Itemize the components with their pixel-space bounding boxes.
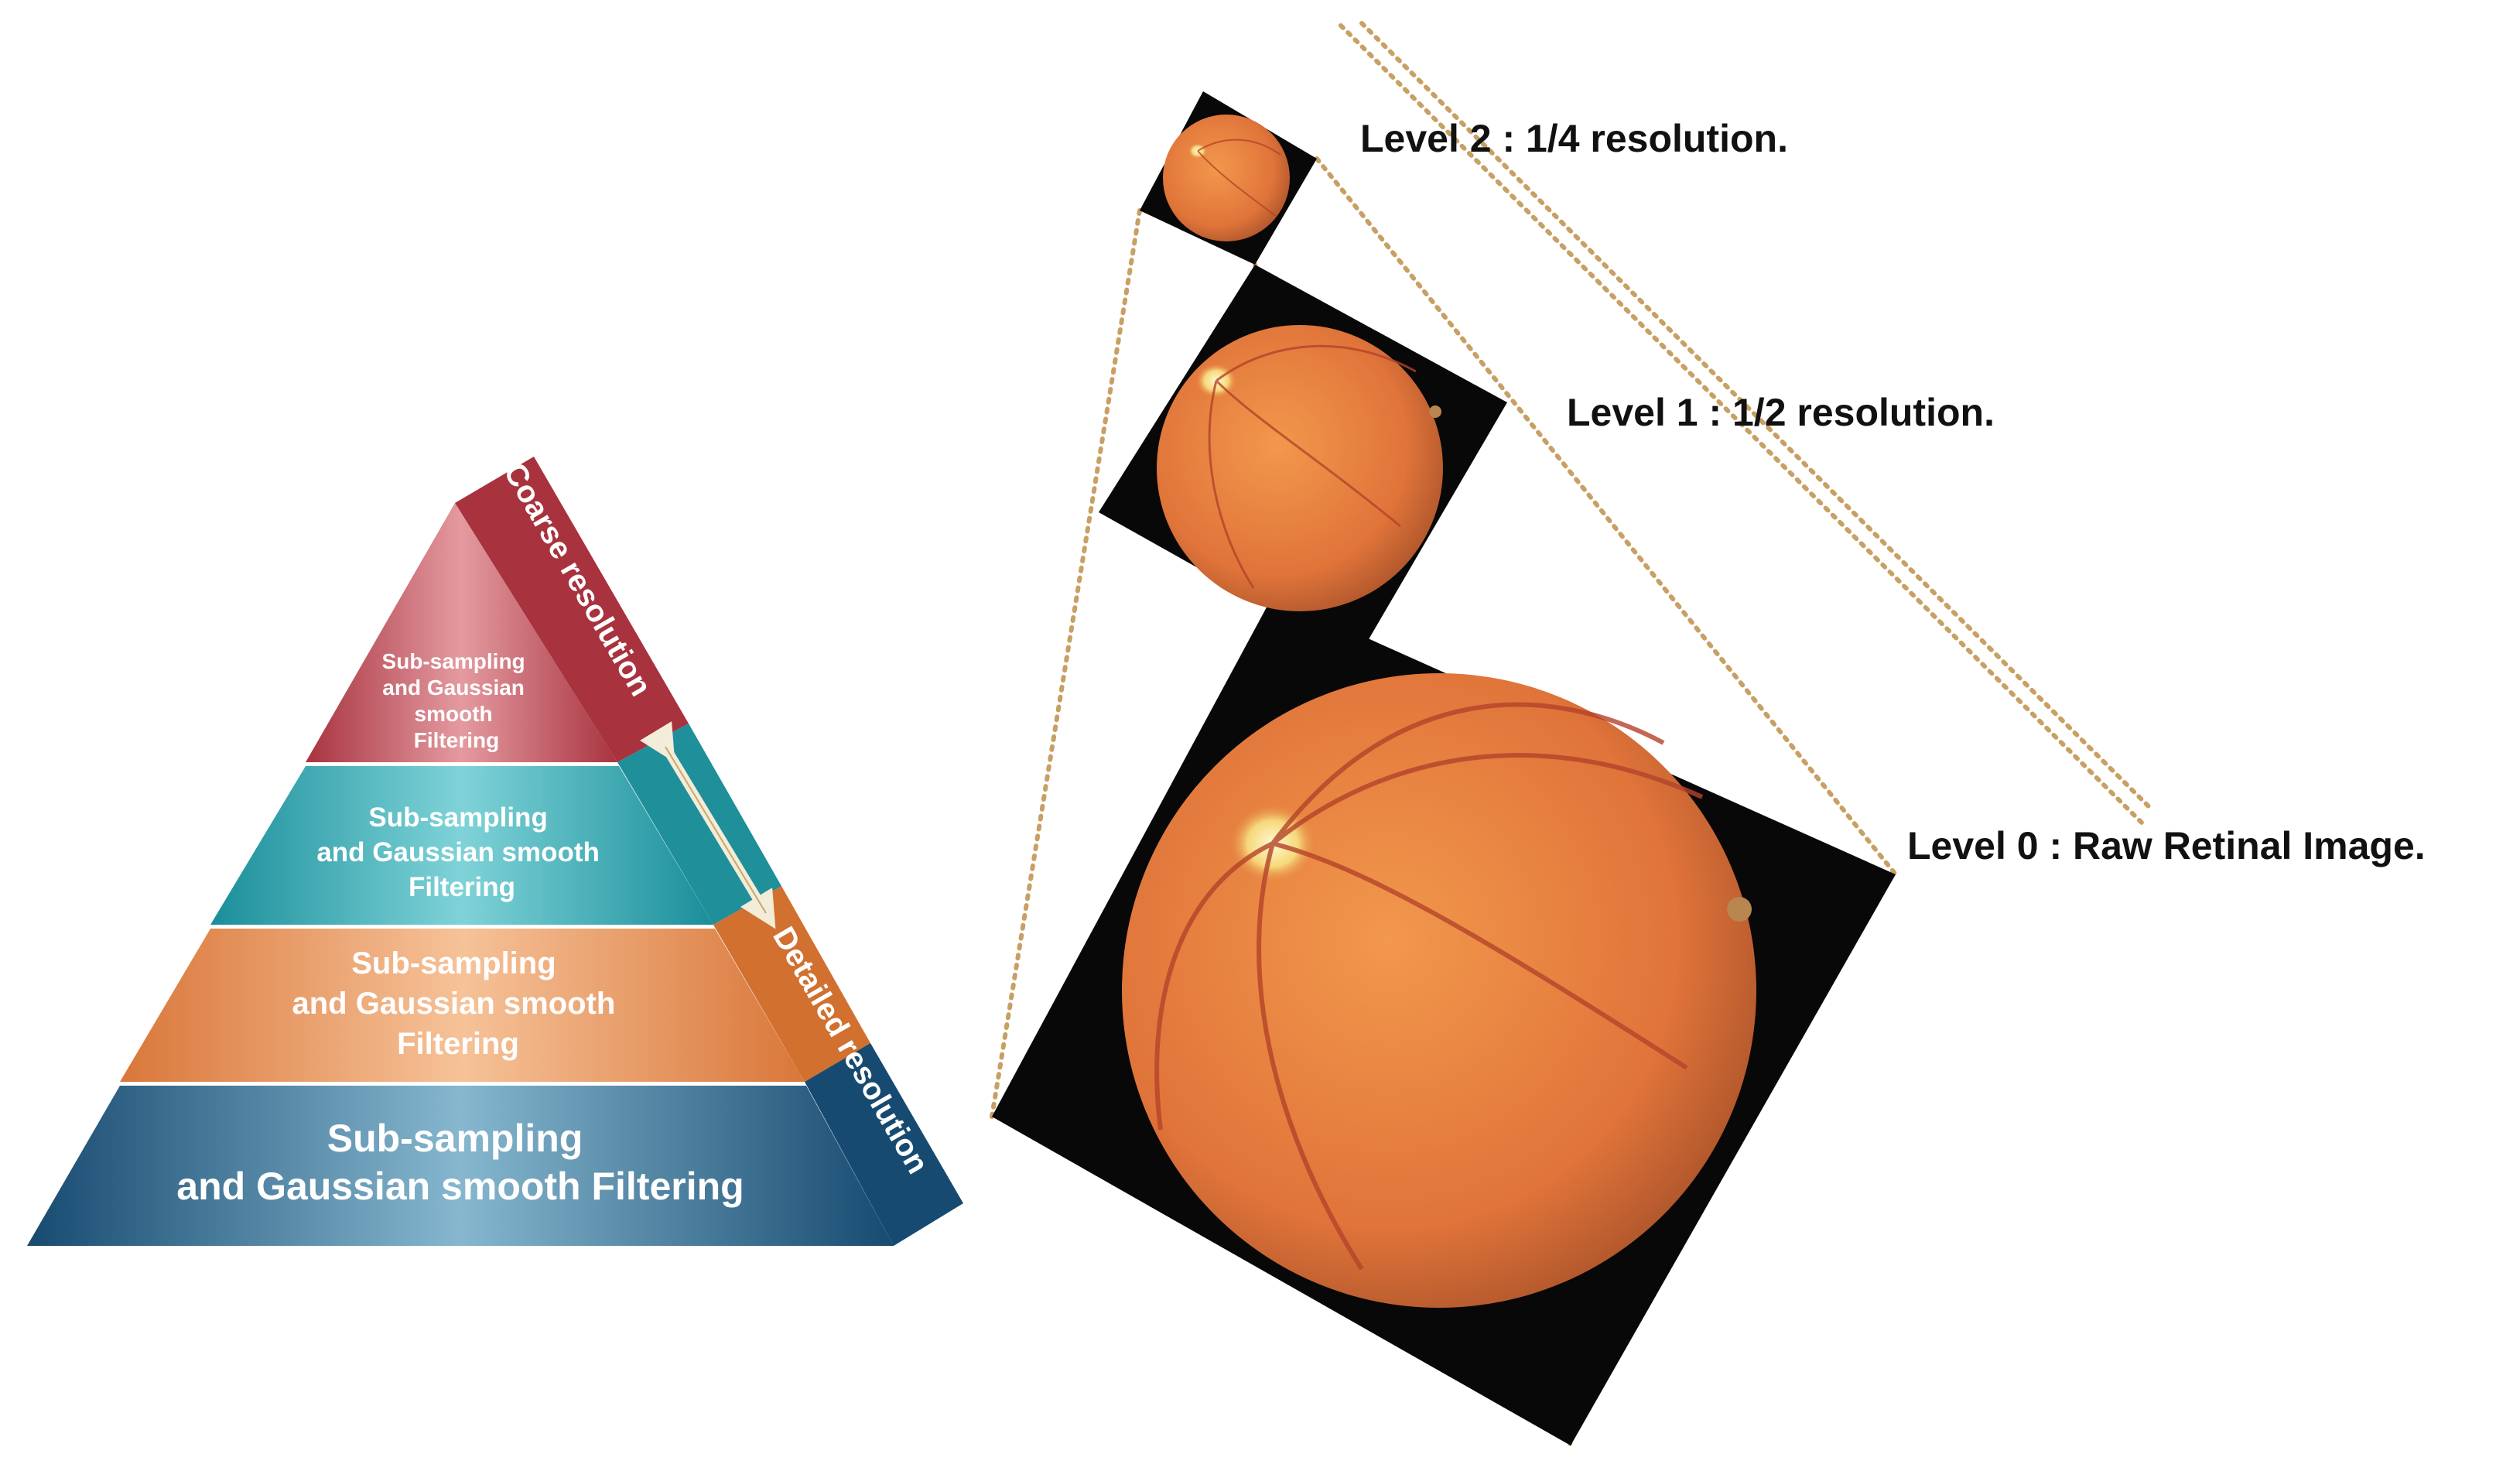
pyramid-layer-4 [27, 1086, 894, 1246]
pyramid-layer-3 [120, 929, 805, 1082]
resolution-double-arrow [640, 721, 776, 929]
retina-level-1 [1099, 265, 1507, 658]
pyramid-layer-1 [306, 503, 617, 762]
retina-level-0 [992, 596, 1896, 1445]
pyramid-layer-2 [210, 766, 713, 925]
retina-level-2 [1140, 91, 1317, 265]
pyramid-side-top [455, 457, 689, 762]
pyramid-side-orange [713, 886, 870, 1082]
pyramid-layer-4-text: Sub-sampling and Gaussian smooth Filteri… [176, 1117, 744, 1208]
pyramid-layer-3-text: Sub-sampling and Gaussian smooth Filteri… [292, 946, 624, 1061]
level-1-label: Level 1 : 1/2 resolution. [1567, 391, 1995, 434]
level-0-label: Level 0 : Raw Retinal Image. [1907, 824, 2426, 867]
pyramid: Sub-sampling and Gaussian smooth Filteri… [27, 457, 963, 1246]
pyramid-layer-2-text: Sub-sampling and Gaussian smooth Filteri… [316, 802, 607, 902]
pyramid-layer-1-text: Sub-sampling and Gaussian smooth Filteri… [382, 649, 532, 752]
level-2-label: Level 2 : 1/4 resolution. [1360, 117, 1788, 160]
pyramid-side-blue [805, 1043, 963, 1246]
